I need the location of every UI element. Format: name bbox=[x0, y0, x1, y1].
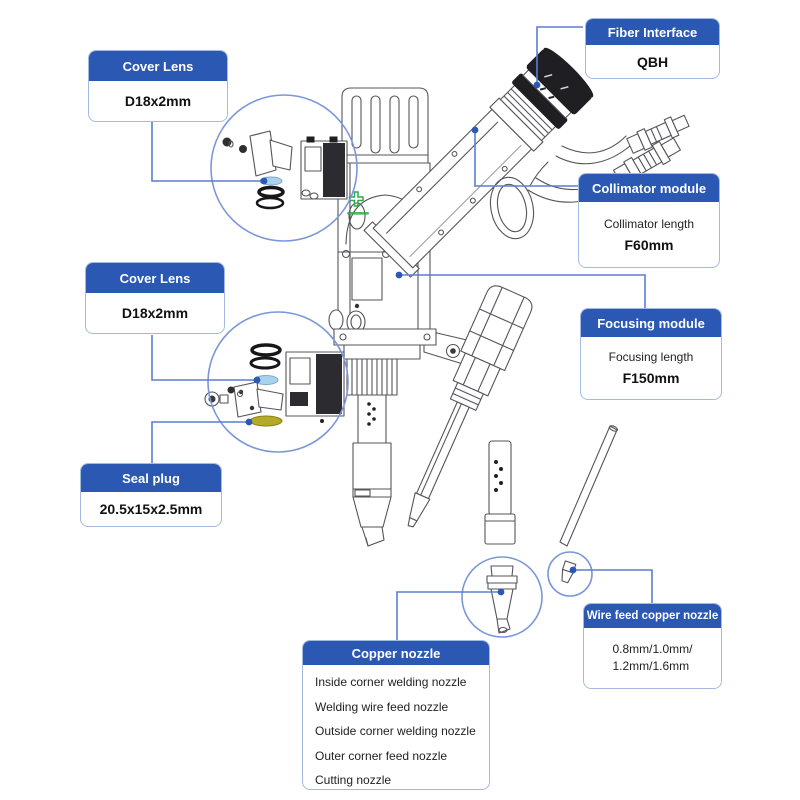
nozzle-type-item: Outer corner feed nozzle bbox=[315, 748, 448, 763]
connector-copper-nozzle bbox=[396, 591, 501, 640]
nozzle-type-item: Cutting nozzle bbox=[315, 773, 392, 787]
copper-nozzle-part bbox=[486, 565, 518, 634]
magnifier-circle-mid bbox=[207, 311, 349, 453]
callout-title: Cover Lens bbox=[86, 263, 224, 293]
callout-fiber-interface: Fiber Interface QBH bbox=[585, 18, 720, 79]
magnifier-circle-copper-nozzle bbox=[461, 556, 543, 638]
callout-copper-nozzle: Copper nozzle Inside corner welding nozz… bbox=[302, 640, 490, 790]
magnifier-circle-top bbox=[210, 94, 358, 242]
callout-focusing-module: Focusing module Focusing length F150mm bbox=[580, 308, 722, 400]
cable-connector bbox=[626, 114, 690, 154]
callout-wire-feed-copper-nozzle: Wire feed copper nozzle 0.8mm/1.0mm/ 1.2… bbox=[583, 603, 722, 689]
lens-module-box bbox=[285, 351, 345, 423]
callout-cover-lens-top: Cover Lens D18x2mm bbox=[88, 50, 228, 122]
callout-title: Collimator module bbox=[579, 174, 719, 202]
exploded-lens-view-top bbox=[222, 130, 348, 210]
callout-value: QBH bbox=[636, 53, 669, 70]
wire-feed-nozzle-part bbox=[484, 440, 516, 545]
callout-value-line: 0.8mm/1.0mm/ bbox=[612, 642, 693, 656]
callout-value: 20.5x15x2.5mm bbox=[99, 501, 203, 517]
focus-nozzle-assembly bbox=[333, 328, 437, 547]
callout-title: Cover Lens bbox=[89, 51, 227, 81]
callout-title: Wire feed copper nozzle bbox=[584, 604, 721, 628]
callout-title: Fiber Interface bbox=[586, 19, 719, 45]
brand-logo bbox=[347, 191, 369, 215]
callout-value-line: 1.2mm/1.6mm bbox=[612, 659, 690, 673]
connector-collimator bbox=[474, 130, 578, 187]
connector-cover-lens-mid bbox=[151, 335, 257, 381]
exploded-lens-view-mid bbox=[204, 343, 345, 427]
connector-focusing bbox=[399, 274, 646, 308]
connector-wire-feed bbox=[573, 569, 653, 603]
callout-value: F60mm bbox=[624, 236, 674, 253]
wire-feeder bbox=[407, 285, 533, 528]
callout-title: Focusing module bbox=[581, 309, 721, 337]
nozzle-type-item: Welding wire feed nozzle bbox=[315, 699, 449, 714]
nozzle-type-item: Outside corner welding nozzle bbox=[315, 724, 476, 738]
connector-dots bbox=[245, 81, 577, 596]
collimator-barrel bbox=[363, 47, 594, 278]
heat-sink-bracket bbox=[341, 87, 429, 164]
guide-tube-part bbox=[559, 425, 618, 547]
callout-label: Collimator length bbox=[603, 216, 695, 231]
connector-seal-plug bbox=[151, 421, 249, 463]
connector-cover-lens-top bbox=[151, 122, 264, 182]
callout-label: Focusing length bbox=[608, 350, 694, 364]
connector-lines bbox=[151, 26, 653, 640]
callout-value: D18x2mm bbox=[121, 305, 189, 321]
callout-collimator-module: Collimator module Collimator length F60m… bbox=[578, 173, 720, 268]
callout-value: F150mm bbox=[622, 370, 680, 386]
nozzle-type-item: Inside corner welding nozzle bbox=[315, 675, 467, 689]
callout-seal-plug: Seal plug 20.5x15x2.5mm bbox=[80, 463, 222, 527]
callout-title: Seal plug bbox=[81, 464, 221, 492]
callout-title: Copper nozzle bbox=[303, 641, 489, 665]
qbh-connector bbox=[512, 47, 594, 129]
lens-module-box bbox=[300, 136, 348, 200]
magnifier-circle-wire-tip bbox=[547, 551, 593, 597]
callout-value: D18x2mm bbox=[124, 93, 192, 109]
callout-cover-lens-mid: Cover Lens D18x2mm bbox=[85, 262, 225, 334]
connector-fiber-interface bbox=[536, 26, 583, 85]
